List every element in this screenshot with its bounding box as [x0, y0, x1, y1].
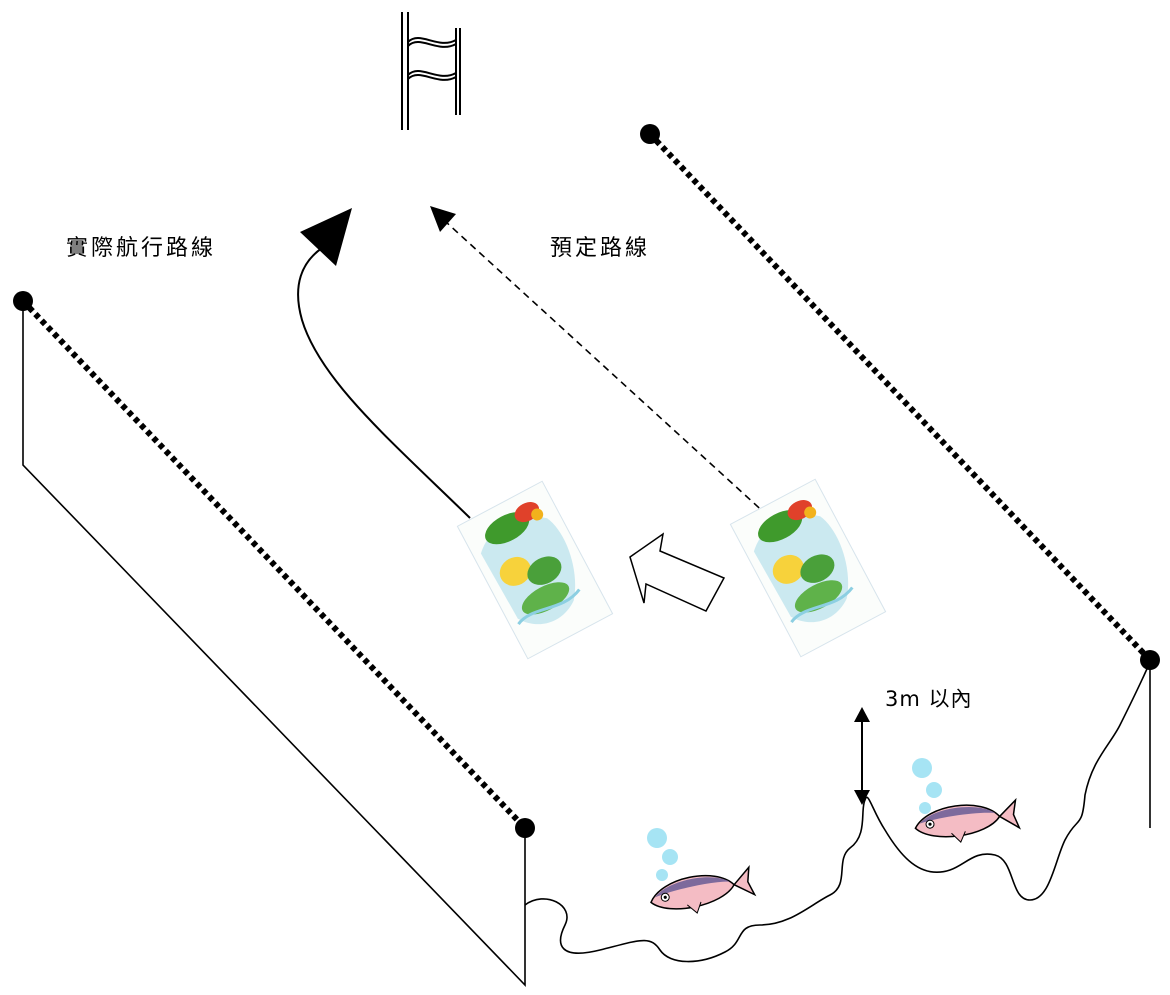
fish-icon: [650, 865, 757, 914]
planned-route-arrowhead: [430, 206, 456, 232]
seabed-line: [524, 661, 1151, 963]
bubbles-left: [647, 828, 678, 881]
actual-route-arrowhead: [300, 208, 352, 266]
actual-route-label: 實際航行路線: [66, 236, 217, 261]
depth-double-arrow: [854, 707, 870, 805]
flag-icon: [401, 12, 461, 130]
left-net-outline: [22, 301, 526, 987]
depth-limit-label: 3m 以內: [885, 687, 973, 711]
bubbles-right: [912, 758, 942, 814]
right-top-buoy: [640, 124, 660, 144]
ship-icon: [456, 480, 614, 660]
right-float-line: [647, 131, 1153, 663]
ship-icon: [729, 478, 887, 658]
left-float-line: [20, 298, 528, 831]
fish-icon: [914, 797, 1022, 843]
actual-route-path: [297, 247, 471, 519]
planned-route-label: 預定路線: [550, 236, 651, 261]
arrow-left-icon: [629, 532, 726, 612]
planned-route-path: [445, 221, 769, 517]
